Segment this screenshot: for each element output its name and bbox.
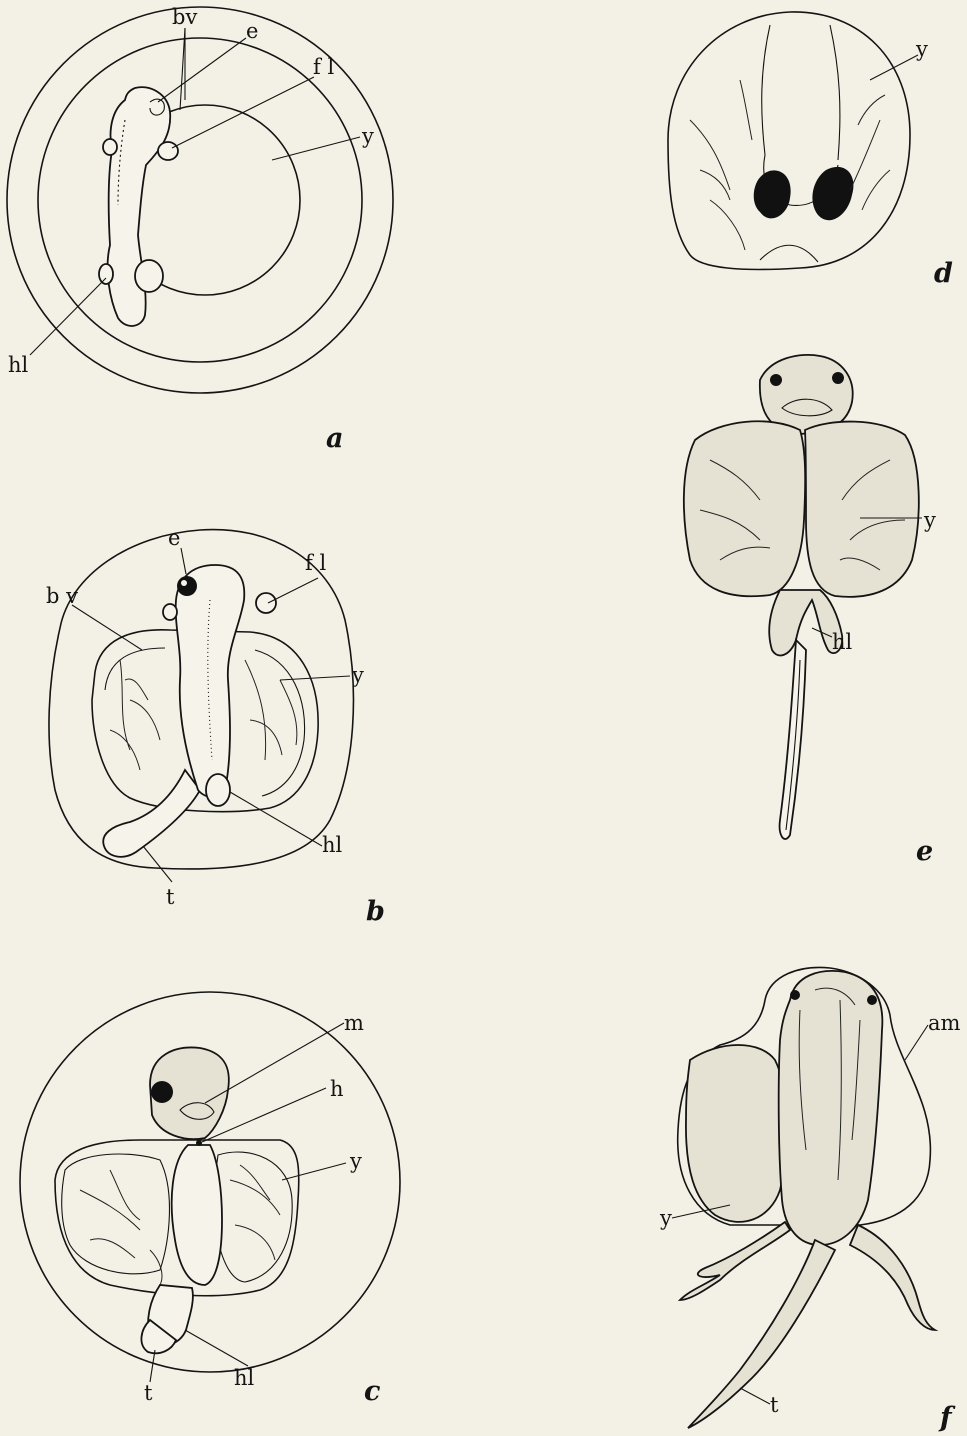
figure-d: y d: [668, 12, 953, 289]
hindlimb-bud: [135, 260, 163, 292]
figure-c: m h y t hl c: [20, 992, 400, 1407]
yolk-sac: [686, 1045, 787, 1222]
leader-hl: [230, 792, 322, 846]
forelimb-bud: [158, 142, 178, 160]
label-y: y: [349, 1149, 362, 1173]
forelimb-bud-left: [103, 139, 117, 155]
leader-bv-2: [180, 28, 185, 110]
leader-t: [150, 1350, 155, 1382]
leader-y: [870, 55, 918, 80]
heart: [196, 1140, 202, 1146]
inner-membrane: [38, 38, 362, 362]
leader-t: [740, 1388, 770, 1404]
label-hl: hl: [234, 1366, 255, 1390]
embryo-body: [108, 87, 171, 326]
froglet-body: [779, 971, 883, 1245]
panel-letter-d: d: [934, 258, 953, 289]
hindlimb: [206, 774, 230, 806]
body-trunk: [172, 1145, 222, 1285]
egg-outline: [668, 12, 910, 270]
forelimb-bud: [256, 593, 276, 613]
label-fl: f l: [313, 55, 334, 79]
eye: [151, 1081, 173, 1103]
label-y: y: [923, 508, 936, 532]
leader-am: [905, 1025, 928, 1060]
panel-letter-a: a: [326, 423, 344, 454]
label-y: y: [361, 124, 374, 148]
notch: [760, 245, 818, 262]
embryo-body: [176, 565, 245, 797]
yolk-veins: [690, 80, 890, 250]
figure-b: e b v f l y hl t b: [46, 526, 385, 927]
label-bv: b v: [46, 584, 78, 608]
label-t: t: [144, 1381, 153, 1405]
eye-highlight: [181, 580, 187, 586]
eye: [177, 576, 197, 596]
right-leg: [850, 1225, 935, 1330]
left-eye: [770, 374, 782, 386]
leader-e: [158, 38, 246, 102]
left-leg: [680, 1222, 790, 1300]
left-eye: [754, 170, 791, 218]
yolk-left-lobe: [684, 421, 805, 596]
label-e: e: [168, 526, 180, 550]
figure-a: bv e f l y hl a: [7, 5, 393, 454]
label-hl: hl: [8, 353, 29, 377]
figure-f: am y t f: [659, 967, 961, 1433]
panel-letter-b: b: [366, 896, 385, 927]
right-eye: [812, 167, 853, 220]
figure-e: y hl e: [684, 355, 936, 867]
body-dorsal: [762, 25, 840, 160]
leader-fl: [172, 77, 314, 148]
label-m: m: [344, 1011, 364, 1035]
leader-fl: [268, 578, 318, 603]
yolk-right-lobe: [805, 422, 919, 597]
label-t: t: [770, 1393, 779, 1417]
label-y: y: [915, 37, 928, 61]
leader-hl: [185, 1330, 248, 1366]
label-bv: bv: [172, 5, 197, 29]
leader-t: [143, 846, 172, 882]
label-y: y: [659, 1206, 672, 1230]
left-eye: [790, 990, 800, 1000]
tail: [103, 770, 200, 857]
forelimb-bud-left: [163, 604, 177, 620]
panel-letter-f: f: [938, 1402, 956, 1433]
yolk-lobe-left: [62, 1154, 170, 1274]
right-eye: [832, 372, 844, 384]
yolk-lobe-right: [212, 1152, 292, 1282]
panel-letter-c: c: [364, 1376, 380, 1407]
label-t: t: [166, 885, 175, 909]
leader-bv: [72, 605, 142, 650]
leader-m: [205, 1023, 344, 1103]
hindlimb-bud-left: [99, 264, 113, 284]
tail: [780, 640, 806, 839]
label-y: y: [351, 663, 364, 687]
outer-membrane: [7, 7, 393, 393]
label-fl: f l: [305, 551, 326, 575]
right-eye: [867, 995, 877, 1005]
leader-hl: [30, 278, 106, 355]
leader-e: [181, 548, 186, 574]
label-h: h: [330, 1077, 344, 1101]
panel-letter-e: e: [916, 836, 933, 867]
leader-y: [282, 1163, 346, 1180]
label-am: am: [928, 1011, 961, 1035]
label-hl: hl: [322, 833, 343, 857]
label-e: e: [246, 19, 258, 43]
label-hl: hl: [832, 630, 853, 654]
